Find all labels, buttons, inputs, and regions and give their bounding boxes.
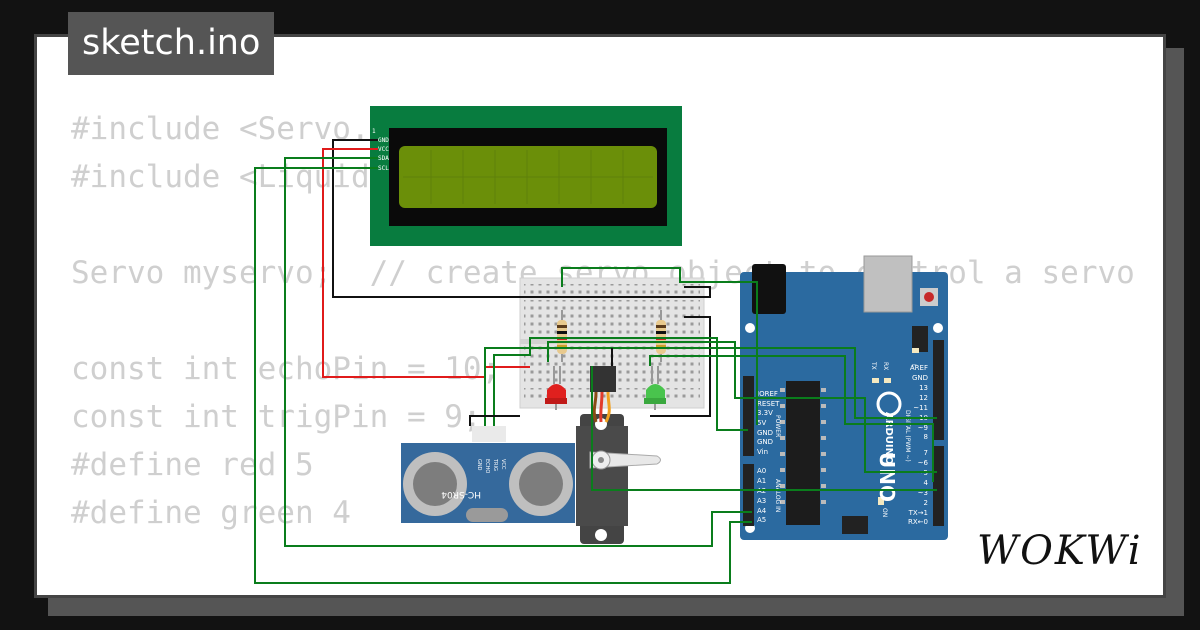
- arduino-brand: ARDUINO: [883, 412, 894, 464]
- tx-led-label: TX: [870, 361, 877, 370]
- ultrasonic-pin-label: TRIG: [492, 458, 498, 471]
- code-line: const int trigPin = 9;: [71, 399, 482, 435]
- power-pin-label: GND: [757, 438, 773, 446]
- lcd-pin-label: SDA: [378, 155, 389, 162]
- digital-pin-label: 12: [919, 394, 928, 402]
- power-pin-label: 3.3V: [757, 409, 773, 417]
- digital-pin-label: GND: [912, 374, 928, 382]
- lcd-pin-label: VCC: [378, 146, 389, 153]
- digital-header-label: DIGITAL (PWM ~): [904, 410, 911, 462]
- analog-pin-label: A4: [757, 507, 767, 515]
- power-pin-label: Vin: [757, 448, 768, 456]
- wire-red-led[interactable]: [547, 341, 937, 473]
- digital-pin-label: 4: [924, 479, 929, 487]
- arduino-model: UNO: [875, 452, 899, 502]
- digital-pin-label: ~9: [918, 424, 928, 432]
- digital-pin-label: AREF: [910, 364, 928, 372]
- wire-lcd-sda[interactable]: [284, 157, 752, 547]
- digital-pin-label: 2: [924, 499, 928, 507]
- analog-pin-label: A3: [757, 497, 766, 505]
- wire-green-led[interactable]: [649, 355, 934, 482]
- power-pin-label: IOREF: [757, 390, 778, 398]
- code-line: #define green 4: [71, 495, 351, 531]
- wire-trig[interactable]: [493, 337, 748, 431]
- power-header-label: POWER: [774, 415, 781, 437]
- servo-connector: [590, 366, 616, 423]
- analog-header-label: ANALOG IN: [774, 479, 781, 512]
- analog-pin-label: A1: [757, 477, 766, 485]
- wire-lcd-gnd[interactable]: [332, 139, 711, 298]
- lcd-pin-label: SCL: [378, 165, 389, 172]
- wires: [254, 139, 937, 584]
- wokwi-logo: WOKWi: [977, 528, 1143, 574]
- power-pin-label: GND: [757, 429, 773, 437]
- l-led-label: L: [910, 364, 917, 368]
- power-pin-label: RESET: [757, 400, 780, 408]
- lcd-pin-label: GND: [378, 137, 389, 144]
- analog-pin-label: A0: [757, 467, 766, 475]
- power-pin-label: 5V: [757, 419, 766, 427]
- lcd-pin-label: 1: [372, 128, 376, 135]
- digital-pin-label: ~11: [913, 404, 928, 412]
- wire-echo[interactable]: [484, 347, 937, 426]
- rx-led-label: RX: [882, 362, 889, 370]
- servo-motor[interactable]: [576, 414, 661, 544]
- digital-pin-label: ~6: [918, 459, 929, 467]
- lcd-display[interactable]: 1 GND VCC SDA SCL: [370, 106, 682, 246]
- ultrasonic-sensor[interactable]: HC-SR04 VCC TRIG ECHO GND: [401, 426, 575, 523]
- wire-lcd-scl[interactable]: [254, 167, 752, 584]
- ultrasonic-model: HC-SR04: [441, 489, 481, 499]
- green-led[interactable]: [644, 366, 666, 410]
- red-led[interactable]: [545, 366, 567, 410]
- wire-servo-signal[interactable]: [591, 366, 937, 491]
- digital-pin-label: RX←0: [908, 518, 928, 526]
- wire-sensor-gnd[interactable]: [469, 415, 520, 426]
- digital-pin-label: 13: [919, 384, 928, 392]
- file-tab[interactable]: sketch.ino: [68, 12, 275, 75]
- digital-pin-label: ~3: [918, 489, 928, 497]
- digital-pin-label: 8: [924, 433, 928, 441]
- wire-breadboard-gnd[interactable]: [650, 316, 711, 417]
- code-line: #define red 5: [71, 447, 314, 483]
- analog-pin-label: A5: [757, 516, 766, 524]
- digital-pin-label: TX→1: [908, 509, 928, 517]
- ultrasonic-pin-label: VCC: [500, 459, 506, 470]
- power-led-label: ON: [881, 508, 888, 517]
- code-line: LiquidCrystal_I2C lcd(0x27,16,2); // Def…: [71, 585, 1135, 595]
- ultrasonic-pin-label: ECHO: [484, 459, 490, 473]
- ultrasonic-pin-label: GND: [476, 459, 482, 471]
- digital-pin-label: 7: [924, 449, 928, 457]
- wire-lcd-vcc[interactable]: [322, 148, 530, 378]
- wire-breadboard-5v[interactable]: [561, 267, 758, 425]
